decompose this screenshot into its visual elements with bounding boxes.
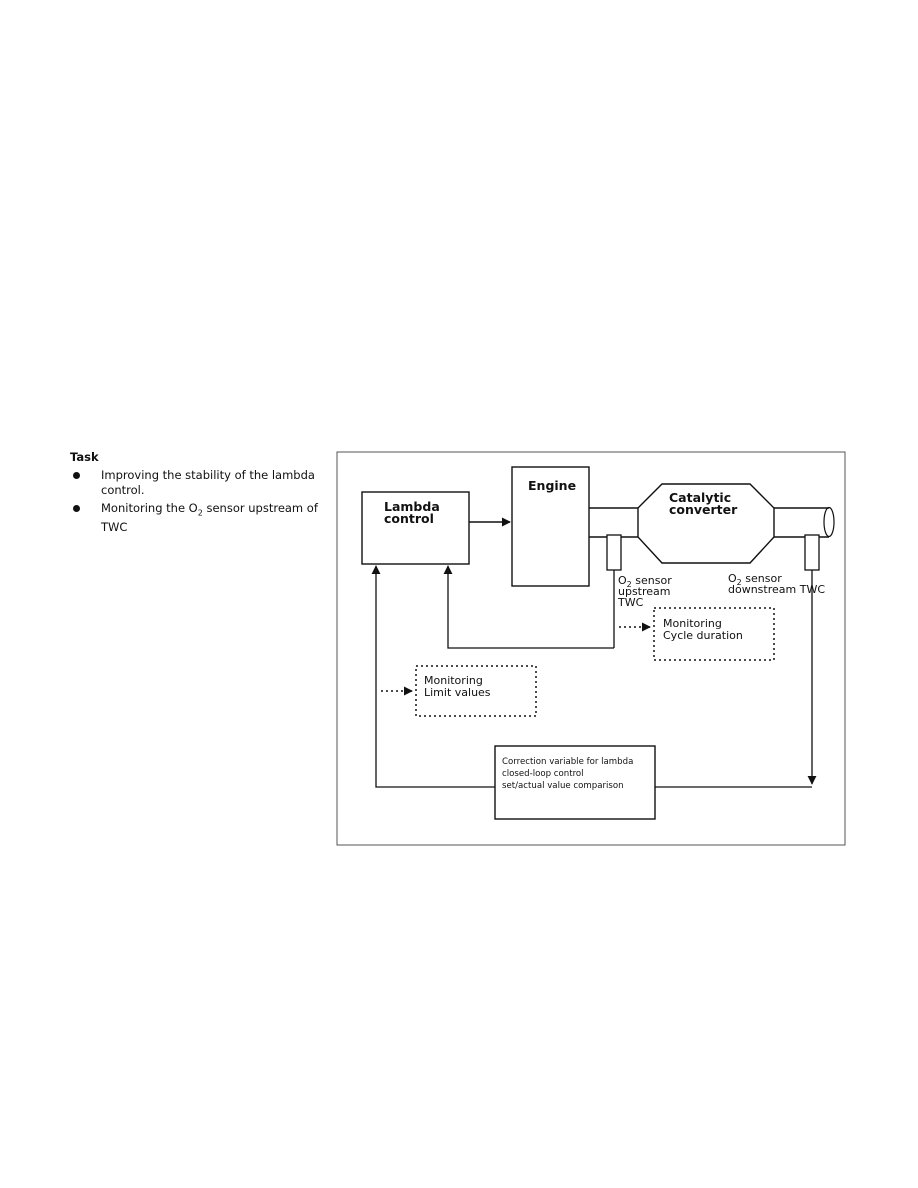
- task-heading: Task: [70, 450, 99, 464]
- monitoring-limit-values-block: Monitoring Limit values: [415, 665, 537, 717]
- o2-downstream-label-line-1: O2 sensor: [728, 572, 782, 587]
- lambda-control-label-line-1: Lambda: [384, 499, 440, 514]
- o2-sensor-downstream: O2 sensor downstream TWC: [728, 534, 825, 596]
- correction-label-line-3: set/actual value comparison: [502, 781, 624, 791]
- task-bullet-list: Improving the stability of the lambda co…: [70, 468, 320, 535]
- monitoring-cycle-label-line-1: Monitoring: [663, 617, 722, 630]
- monitoring-cycle-label-line-2: Cycle duration: [663, 629, 743, 642]
- correction-label-line-1: Correction variable for lambda: [502, 757, 633, 767]
- task-bullet-1: Improving the stability of the lambda co…: [70, 468, 320, 498]
- o2-sensor-upstream: O2 sensor upstream TWC: [606, 534, 672, 609]
- exhaust-pipe-downstream: [774, 506, 835, 538]
- catalytic-converter-label-line-1: Catalytic: [669, 490, 731, 505]
- feedback-arrow-upstream-to-lambda: [443, 565, 614, 649]
- bullet-dot-icon: [73, 472, 80, 479]
- exhaust-pipe-upstream: [589, 507, 638, 538]
- catalytic-converter-block: Catalytic converter: [637, 483, 775, 564]
- engine-label: Engine: [528, 478, 576, 493]
- monitoring-limit-label-line-1: Monitoring: [424, 674, 483, 687]
- lambda-control-label-line-2: control: [384, 511, 434, 526]
- monitoring-limit-label-line-2: Limit values: [424, 686, 491, 699]
- catalytic-converter-label-line-2: converter: [669, 502, 738, 517]
- task-bullet-2-text-b: sensor upstream of TWC: [101, 501, 318, 535]
- correction-variable-block: Correction variable for lambda closed-lo…: [494, 745, 656, 820]
- task-bullet-2: Monitoring the O2 sensor upstream of TWC: [70, 501, 320, 535]
- o2-upstream-label-line-2: upstream: [618, 585, 671, 598]
- bullet-dot-icon: [73, 505, 80, 512]
- diagram-frame: [336, 451, 846, 846]
- task-bullet-2-subscript: 2: [197, 508, 203, 518]
- task-bullet-1-text: Improving the stability of the lambda co…: [101, 468, 315, 497]
- correction-label-line-2: closed-loop control: [502, 769, 584, 779]
- o2-downstream-label-line-2: downstream TWC: [728, 583, 825, 596]
- task-bullet-2-text-a: Monitoring the O: [101, 501, 198, 515]
- task-section: Task Improving the stability of the lamb…: [70, 450, 320, 538]
- monitoring-cycle-duration-block: Monitoring Cycle duration: [653, 607, 775, 661]
- o2-upstream-label-line-1: O2 sensor: [618, 574, 672, 589]
- o2-upstream-label-line-3: TWC: [617, 596, 644, 609]
- lambda-control-block: Lambda control: [361, 491, 470, 565]
- engine-block: Engine: [511, 466, 590, 587]
- feedback-arrow-correction-to-lambda: [371, 565, 495, 788]
